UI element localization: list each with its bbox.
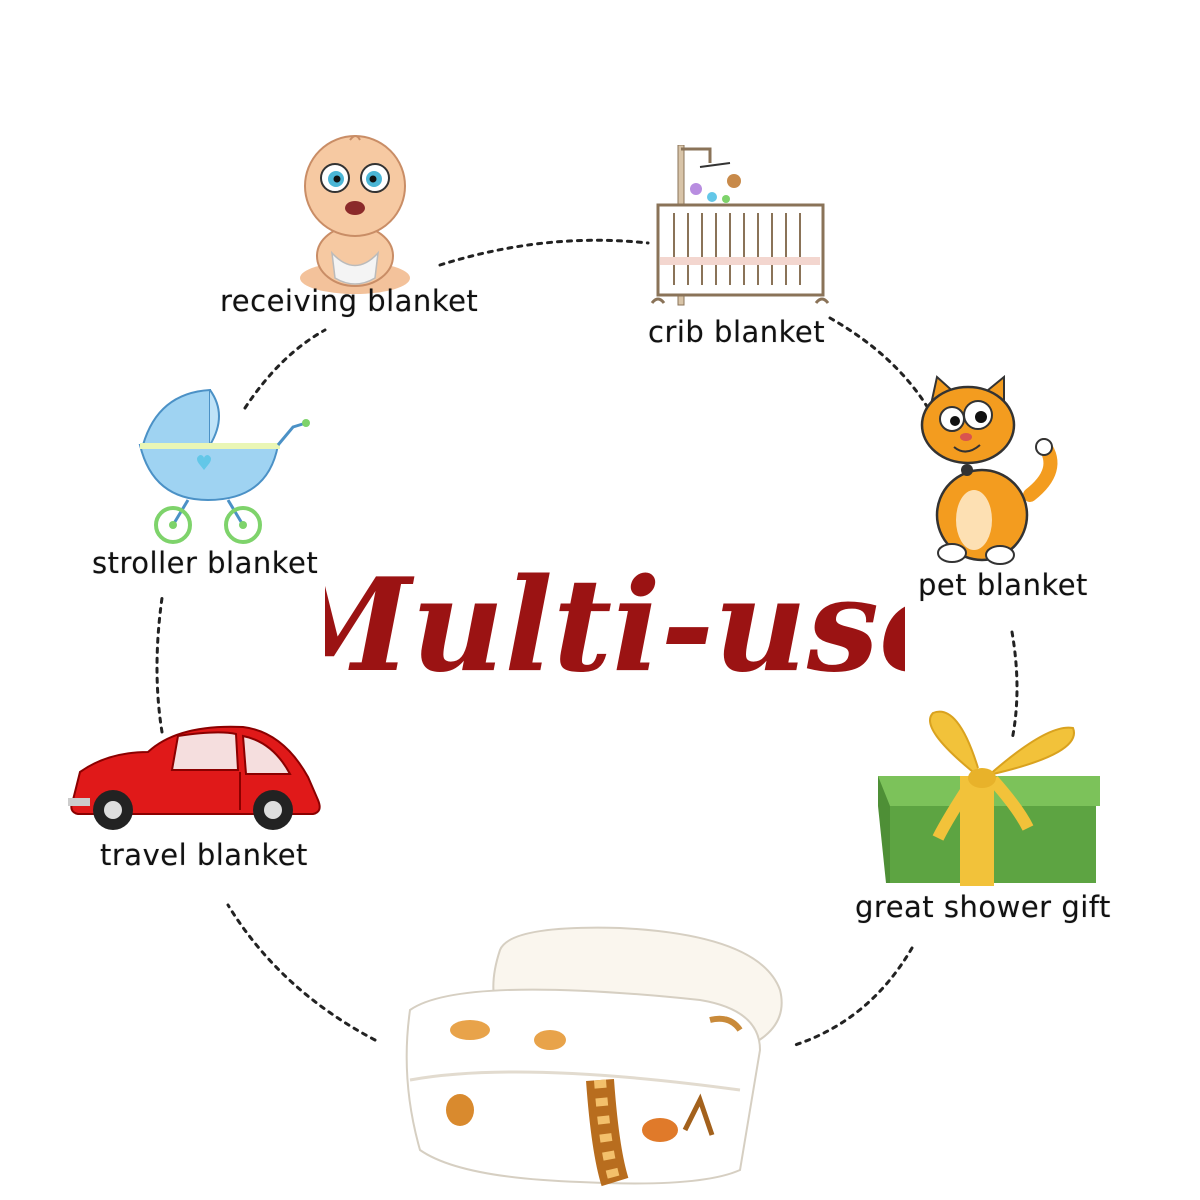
crib-icon — [650, 145, 830, 306]
label-receiving-blanket: receiving blanket — [220, 284, 479, 318]
title-text: Multi-use — [325, 551, 905, 701]
folded-blanket-icon — [405, 926, 783, 1187]
label-travel-blanket: travel blanket — [100, 838, 308, 872]
label-crib-blanket: crib blanket — [648, 315, 826, 349]
car-icon — [68, 725, 321, 830]
connector-receiving-crib — [438, 238, 650, 267]
title-multi-use: Multi-use — [325, 551, 905, 701]
connector-gift-blanket — [793, 946, 914, 1047]
label-stroller-blanket: stroller blanket — [92, 546, 319, 580]
label-great-shower-gift: great shower gift — [855, 890, 1111, 924]
connector-stroller-receiving — [243, 328, 327, 410]
connector-blanket-travel — [226, 903, 377, 1042]
cat-icon — [920, 375, 1058, 565]
connector-pet-gift — [1010, 630, 1019, 742]
connector-travel-stroller — [155, 596, 164, 734]
stroller-icon — [138, 388, 310, 544]
label-pet-blanket: pet blanket — [918, 568, 1088, 602]
baby-icon — [300, 135, 410, 294]
gift-icon — [878, 710, 1100, 886]
connector-crib-pet — [828, 316, 930, 410]
